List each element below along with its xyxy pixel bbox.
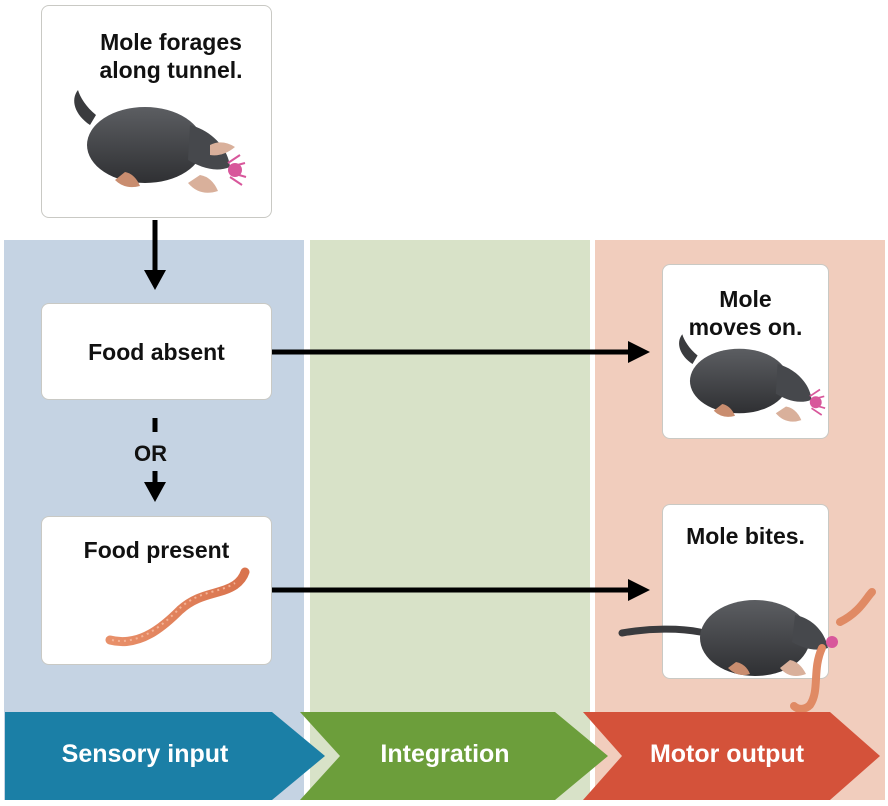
arrow-present-to-bites — [272, 579, 650, 601]
arrow-absent-or-present — [144, 418, 166, 502]
arrow-forage-to-absent — [144, 220, 166, 290]
stage-arrows — [5, 712, 880, 800]
mole-forages-illustration — [74, 90, 247, 193]
motor-output-arrow — [583, 712, 880, 800]
mole-bites-label: Mole bites. — [686, 523, 805, 549]
integration-panel — [310, 240, 590, 800]
mole-moves-on-label: Mole moves on. — [662, 285, 829, 341]
food-absent-label: Food absent — [88, 339, 225, 365]
mole-moves-on-line2: moves on. — [688, 314, 803, 340]
or-label: OR — [134, 441, 167, 466]
worm-illustration — [105, 567, 250, 647]
mole-forages-label: Mole forages along tunnel. — [66, 28, 276, 84]
food-present-label: Food present — [83, 537, 230, 563]
integration-arrow — [300, 712, 608, 800]
sensory-input-arrow — [5, 712, 325, 800]
motor-output-label: Motor output — [649, 740, 805, 768]
mole-bites-illustration — [618, 588, 876, 713]
mole-moves-on-line1: Mole — [719, 286, 772, 312]
mole-forages-line2: along tunnel. — [99, 57, 243, 83]
sensory-input-label: Sensory input — [61, 740, 229, 768]
mole-moves-on-illustration — [679, 334, 826, 422]
food-absent-box — [41, 303, 272, 400]
mole-forages-line1: Mole forages — [100, 29, 242, 55]
arrow-absent-to-moves-on — [272, 341, 650, 363]
integration-label: Integration — [380, 740, 510, 768]
